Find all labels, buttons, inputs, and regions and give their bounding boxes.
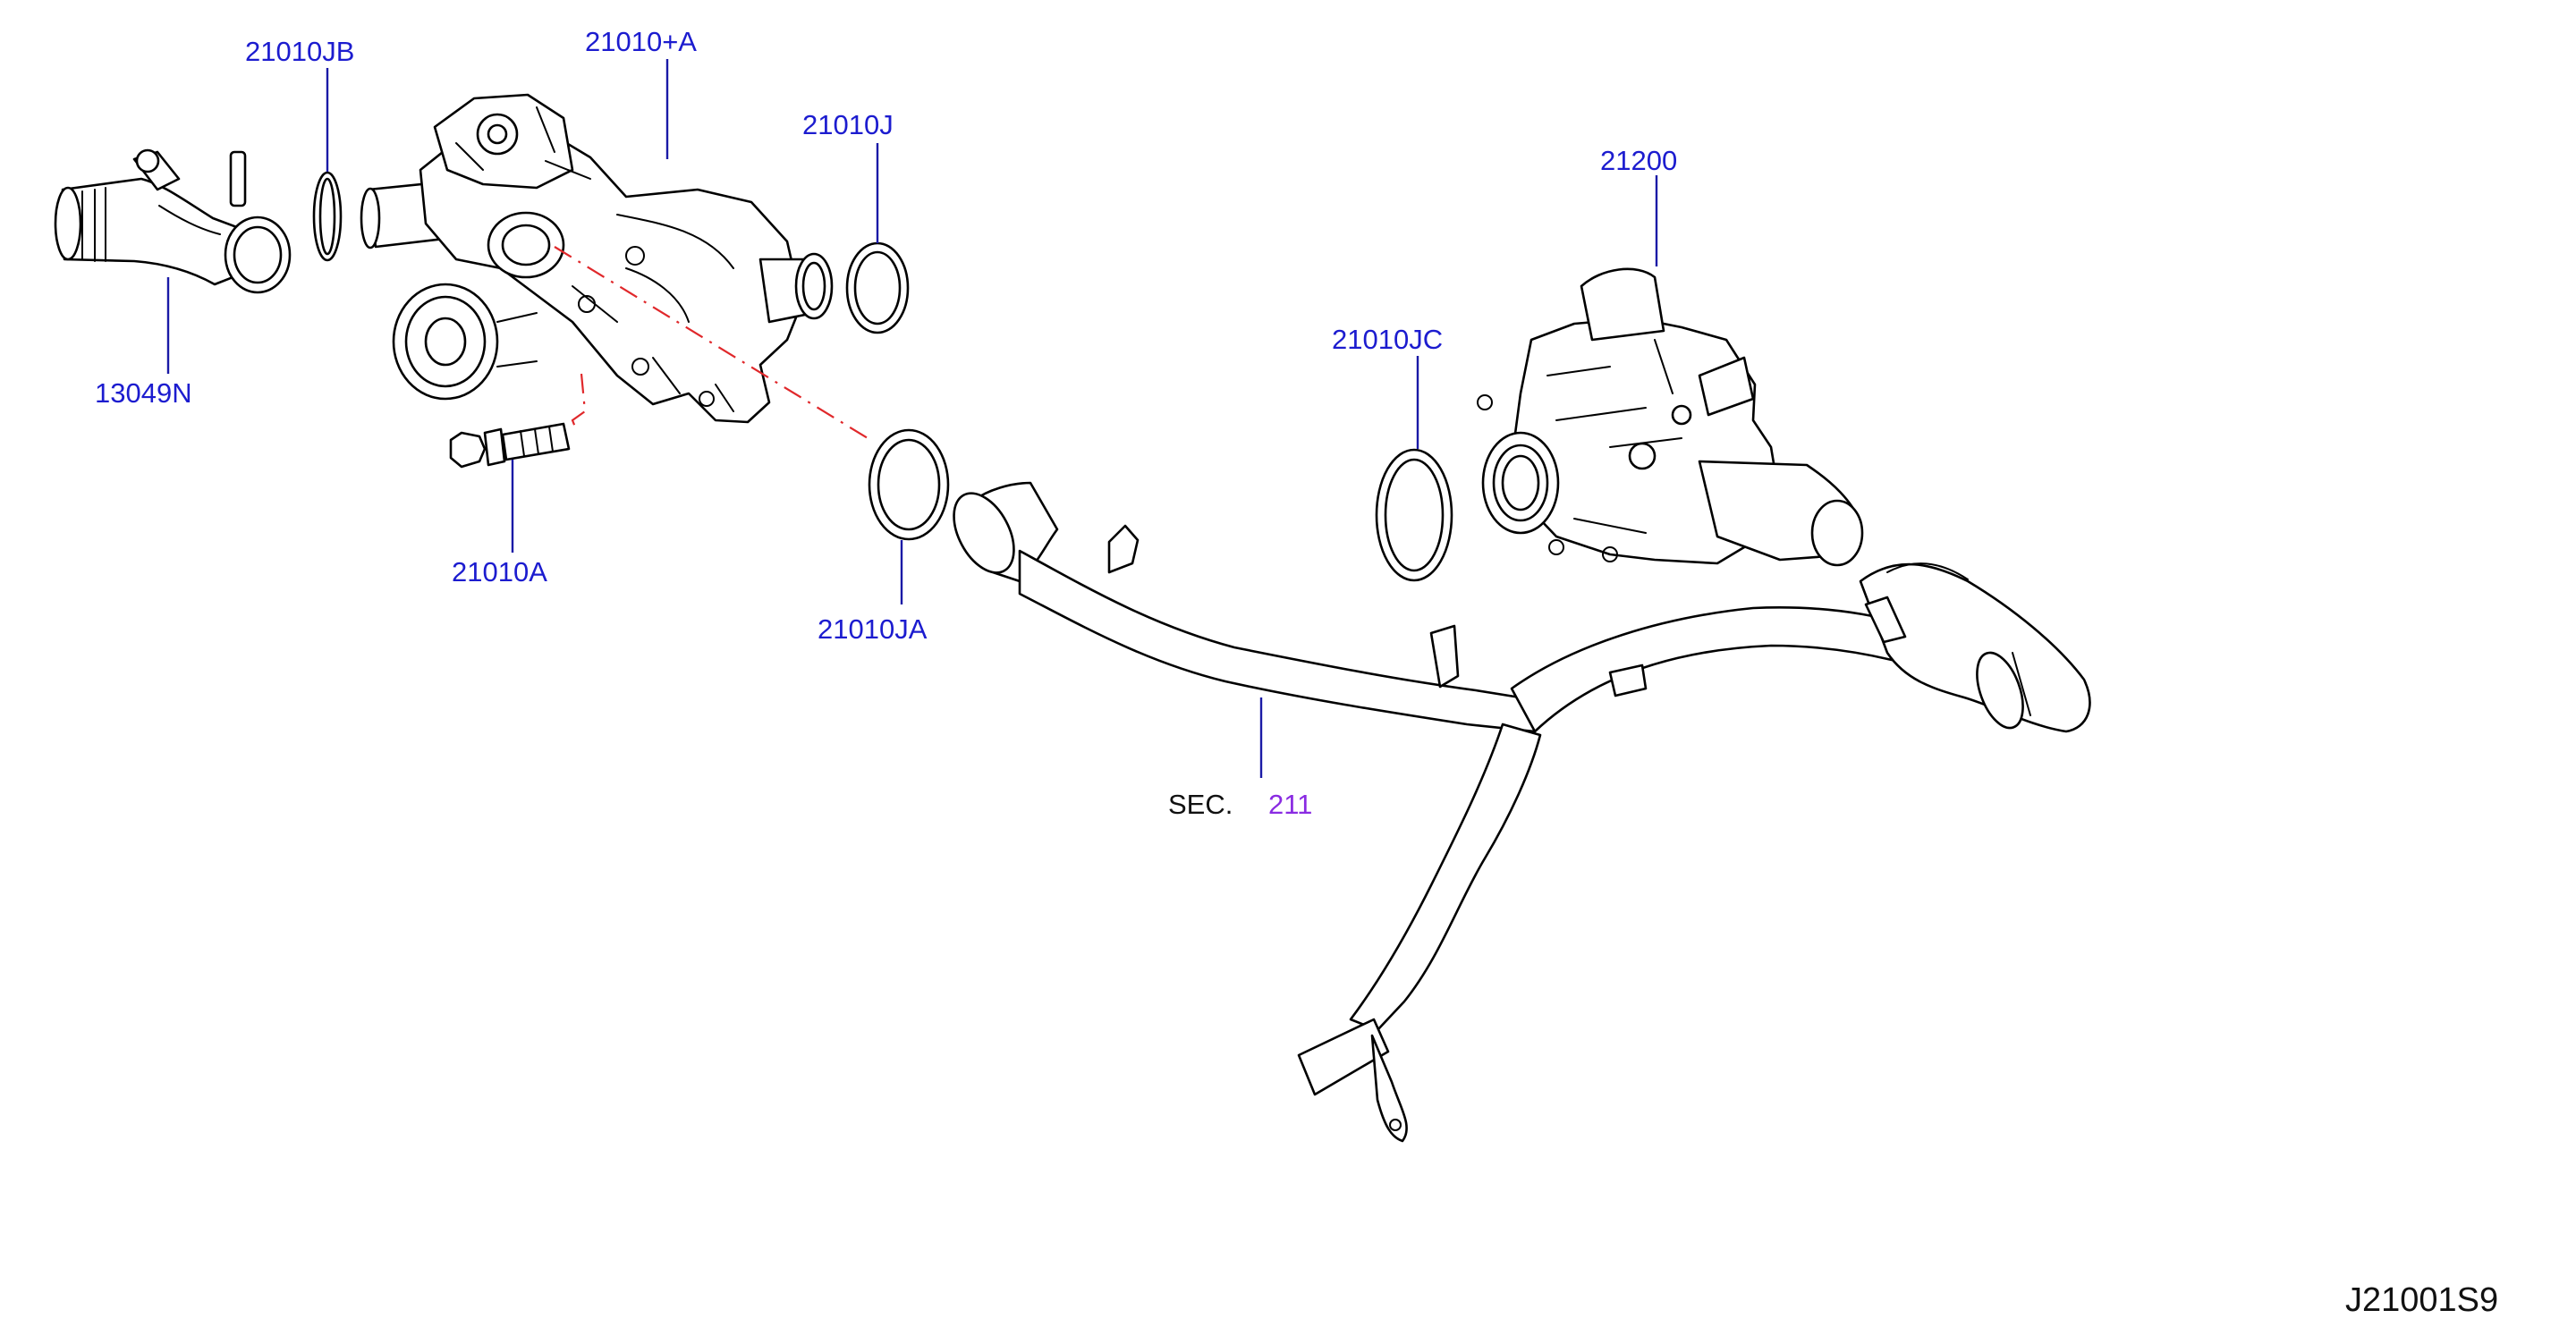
- o-ring-jc-part: [1375, 448, 1453, 582]
- diagram-id: J21001S9: [2345, 1281, 2498, 1319]
- assembly-centerline: [554, 246, 869, 439]
- o-ring-j-part: [845, 241, 910, 334]
- callout-21010a[interactable]: 21010A: [452, 556, 547, 587]
- callout-21200[interactable]: 21200: [1600, 145, 1677, 176]
- callout-21010ja[interactable]: 21010JA: [818, 613, 928, 645]
- leader-lines: [166, 59, 1658, 778]
- water-pump-part: [360, 93, 834, 424]
- callout-21010jc[interactable]: 21010JC: [1332, 324, 1443, 355]
- gasket-jb-part: [312, 171, 343, 262]
- section-link-211[interactable]: 211: [1268, 789, 1312, 820]
- o-ring-ja-part: [868, 428, 950, 541]
- water-inlet-part: [54, 148, 292, 294]
- callout-21010jb[interactable]: 21010JB: [245, 36, 354, 67]
- callout-13049n[interactable]: 13049N: [95, 377, 192, 409]
- callout-21010-plus-a[interactable]: 21010+A: [585, 26, 697, 57]
- bypass-pipe-part: [953, 481, 2091, 1143]
- section-prefix: SEC.: [1168, 789, 1233, 820]
- bolt-part: [449, 422, 571, 469]
- thermostat-housing-part: [1477, 267, 1864, 567]
- callout-labels: 21010JB 21010+A 21010J 13049N 21010A 210…: [95, 26, 2498, 1319]
- callout-21010j[interactable]: 21010J: [802, 109, 894, 140]
